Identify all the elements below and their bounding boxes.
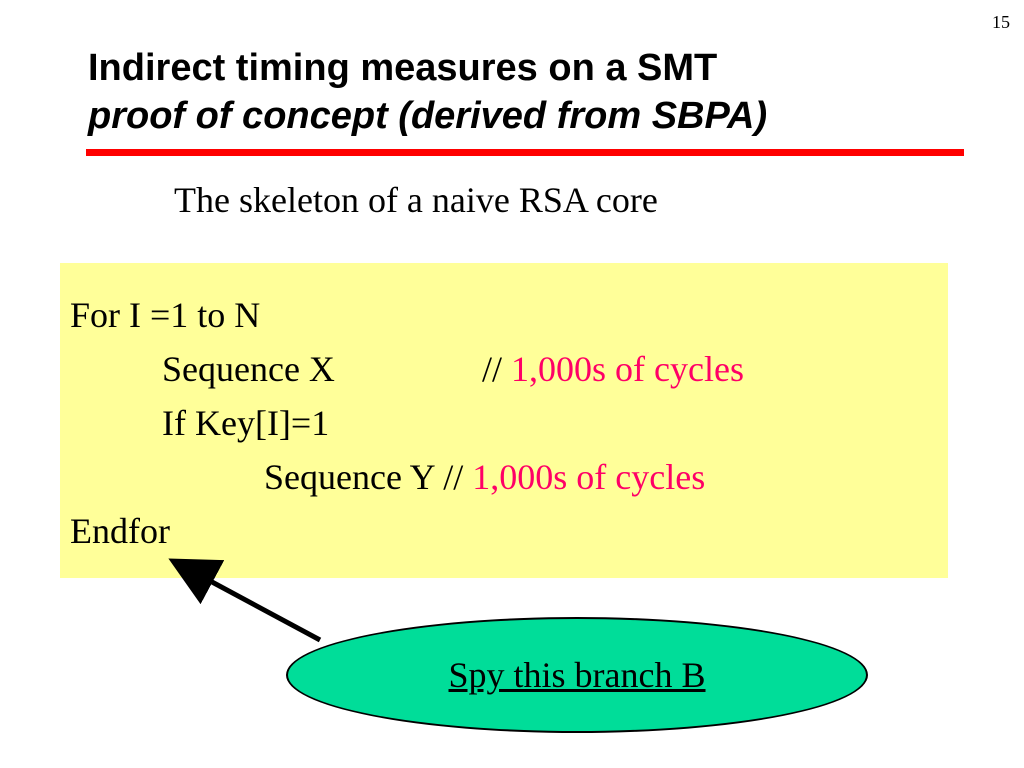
cycles-comment-y: 1,000s of cycles	[472, 457, 706, 497]
callout-label: Spy this branch B	[448, 655, 706, 695]
title-underline-rule	[86, 149, 964, 156]
callout-oval: Spy this branch B	[286, 617, 868, 733]
arrow-line	[168, 558, 322, 643]
page-number: 15	[992, 12, 1010, 32]
code-line-for: For I =1 to N	[70, 295, 261, 335]
comment-slashes: //	[482, 349, 503, 389]
pseudocode-box: For I =1 to N Sequence X // 1,000s of cy…	[60, 263, 948, 578]
slide-subtitle: The skeleton of a naive RSA core	[174, 180, 658, 220]
code-line-endfor: Endfor	[70, 511, 170, 551]
code-line-sequence-y: Sequence Y // 1,000s of cycles	[264, 455, 705, 499]
slide-title: Indirect timing measures on a SMT proof …	[88, 44, 968, 140]
title-line-2: proof of concept (derived from SBPA)	[88, 95, 768, 137]
sequence-x-statement: Sequence X	[162, 349, 335, 389]
title-line-1: Indirect timing measures on a SMT	[88, 47, 718, 89]
sequence-y-statement: Sequence Y //	[264, 457, 464, 497]
code-line-if-key: If Key[I]=1	[162, 403, 330, 443]
code-line-sequence-x: Sequence X	[162, 347, 335, 391]
cycles-comment-x: 1,000s of cycles	[511, 349, 744, 389]
code-line-sequence-x-comment: // 1,000s of cycles	[482, 347, 744, 391]
